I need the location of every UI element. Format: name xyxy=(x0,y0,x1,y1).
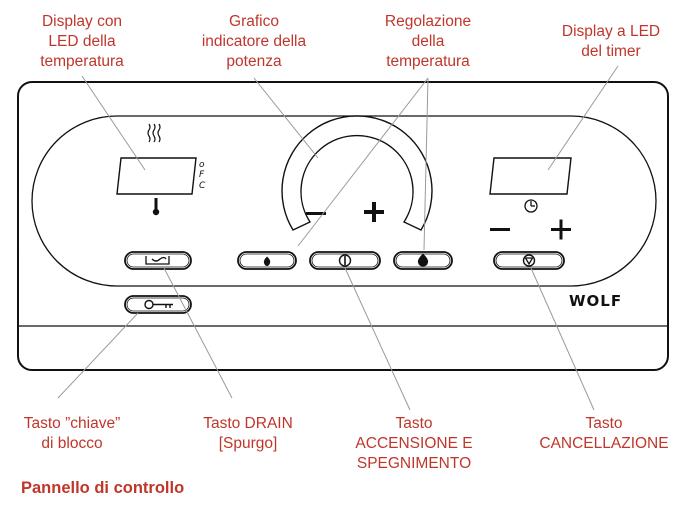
heat-waves-icon xyxy=(147,123,161,143)
leader-lines xyxy=(57,65,619,411)
panel-frame xyxy=(17,81,669,371)
power-gauge xyxy=(281,115,433,231)
key-icon xyxy=(144,299,173,310)
celsius-label: C xyxy=(199,181,206,191)
large-flame-icon xyxy=(417,253,429,267)
timer-minus-sign xyxy=(490,228,510,231)
cancel-button[interactable] xyxy=(493,251,565,270)
lock-key-button[interactable] xyxy=(124,295,192,314)
timer-plus-sign xyxy=(551,219,571,240)
drain-button[interactable] xyxy=(124,251,192,270)
power-button[interactable] xyxy=(309,251,381,270)
small-flame-icon xyxy=(263,256,271,266)
cancel-icon xyxy=(522,254,536,267)
timer-display xyxy=(489,157,572,195)
caption-title: Pannello di controllo xyxy=(21,479,185,497)
panel-inner-outline xyxy=(31,115,657,287)
gauge-plus-sign xyxy=(364,202,384,222)
temp-decrease-button[interactable] xyxy=(237,251,297,270)
drain-icon xyxy=(145,256,170,265)
brand-logo: WOLF xyxy=(569,292,622,310)
thermometer-icon xyxy=(152,198,160,216)
callout-lock-key: Tasto ”chiave”di blocco xyxy=(23,415,121,452)
gauge-minus-sign xyxy=(306,212,326,215)
temp-increase-button[interactable] xyxy=(393,251,453,270)
temperature-display: o F C xyxy=(116,157,206,195)
degree-symbol: o xyxy=(199,160,205,170)
clock-icon xyxy=(524,199,538,213)
fahrenheit-label: F xyxy=(199,170,205,180)
power-icon xyxy=(338,254,352,267)
callout-drain-key: Tasto DRAIN[Spurgo] xyxy=(203,415,293,452)
